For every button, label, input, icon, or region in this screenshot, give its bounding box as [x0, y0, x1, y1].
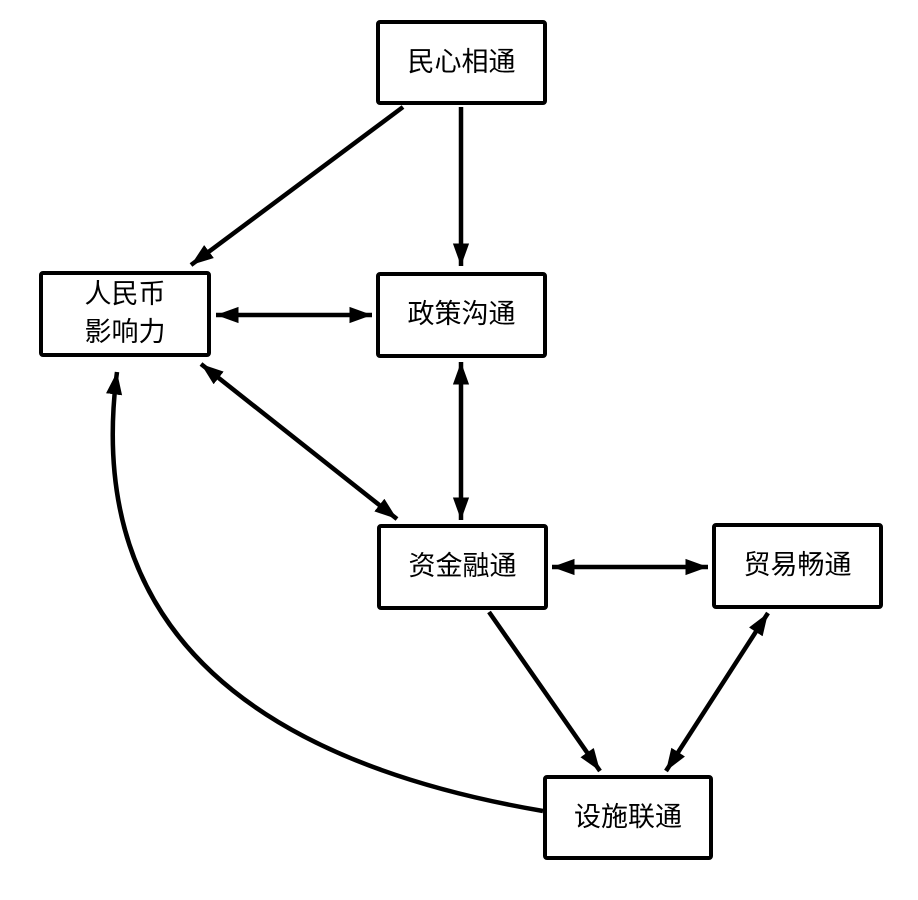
edge-sheshi-renminbi: [106, 371, 544, 814]
node-label: 贸易畅通: [743, 550, 852, 582]
node-minxin: 民心相通: [376, 20, 547, 105]
node-label: 民心相通: [407, 46, 516, 78]
node-label: 政策沟通: [407, 299, 516, 331]
node-maoyi: 贸易畅通: [712, 523, 883, 609]
edge-zijin-sheshi: [487, 610, 602, 773]
node-label: 设施联通: [574, 801, 682, 833]
edge-renminbi-zijin: [199, 362, 399, 521]
node-label: 人民币 影响力: [84, 279, 166, 348]
node-zijin: 资金融通: [377, 524, 548, 610]
node-sheshi: 设施联通: [543, 775, 713, 860]
edge-maoyi-sheshi: [664, 611, 770, 773]
edge-minxin-renminbi: [189, 105, 405, 267]
edges-group: [106, 105, 770, 814]
node-label: 资金融通: [408, 551, 517, 583]
node-renminbi: 人民币 影响力: [39, 271, 211, 357]
node-zhengce: 政策沟通: [376, 272, 547, 358]
